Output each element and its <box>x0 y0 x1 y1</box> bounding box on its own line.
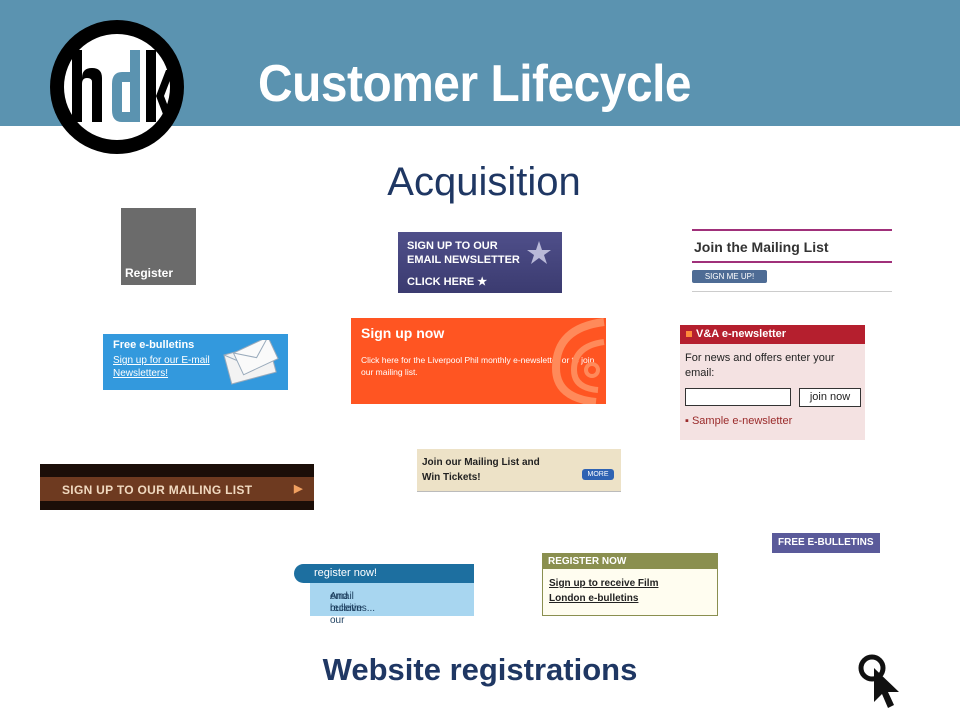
more-button[interactable]: MORE <box>582 469 614 480</box>
ebulletins-title: Free e-bulletins <box>113 339 195 351</box>
register-banner[interactable]: Register <box>121 208 196 285</box>
va-header: V&A e-newsletter <box>680 325 865 344</box>
hdk-logo-mark <box>72 50 174 122</box>
register-label: Register <box>125 266 174 280</box>
register-now-label: register now! <box>314 567 377 579</box>
free-ebulletins-label: FREE E-BULLETINS <box>778 537 874 548</box>
ebulletins-link[interactable]: Sign up for our E-mail Newsletters! <box>113 355 210 379</box>
pointer-cursor-icon <box>858 654 899 708</box>
mailing-list-title: Join the Mailing List <box>694 239 829 255</box>
swirl-decoration <box>551 318 605 404</box>
sample-newsletter-link[interactable]: ▪ Sample e-newsletter <box>685 415 793 427</box>
newsletter-line2: EMAIL NEWSLETTER <box>407 254 520 266</box>
star-icon <box>527 241 551 264</box>
tickets-text: Join our Mailing List and Win Tickets! <box>422 457 540 483</box>
dark-mailing-banner[interactable]: SIGN UP TO OUR MAILING LIST ▶ <box>40 464 314 510</box>
arrow-right-icon: ▶ <box>294 483 303 495</box>
hdk-logo <box>50 20 184 154</box>
signup-now-banner[interactable]: Sign up now Click here for the Liverpool… <box>351 318 606 404</box>
footer-caption: Website registrations <box>322 652 638 687</box>
film-link[interactable]: Sign up to receive Film London e-bulleti… <box>549 578 659 604</box>
newsletter-banner[interactable]: SIGN UP TO OUR EMAIL NEWSLETTER CLICK HE… <box>398 232 562 293</box>
film-register-now: REGISTER NOW <box>548 556 627 567</box>
newsletter-banner-text: SIGN UP TO OUR EMAIL NEWSLETTER <box>407 239 520 267</box>
tickets-banner[interactable]: Join our Mailing List and Win Tickets! M… <box>417 449 621 492</box>
join-now-button[interactable]: join now <box>799 388 861 407</box>
va-newsletter-widget: V&A e-newsletter For news and offers ent… <box>680 325 865 440</box>
signup-now-text: Click here for the Liverpool Phil monthl… <box>361 355 595 377</box>
ebulletins-banner[interactable]: Free e-bulletins Sign up for our E-mail … <box>103 334 288 390</box>
envelope-icon <box>223 340 279 385</box>
sign-me-up-button[interactable]: SIGN ME UP! <box>692 270 767 283</box>
section-subtitle: Acquisition <box>387 160 581 204</box>
va-body-text: For news and offers enter your email: <box>685 352 835 379</box>
signup-now-title: Sign up now <box>361 325 445 341</box>
film-london-banner[interactable]: REGISTER NOW Sign up to receive Film Lon… <box>542 553 718 616</box>
newsletter-cta: CLICK HERE ★ <box>407 276 488 288</box>
page-title: Customer Lifecycle <box>258 55 692 113</box>
dark-mailing-label: SIGN UP TO OUR MAILING LIST <box>62 483 253 497</box>
star-icon: ★ <box>477 276 488 288</box>
mailing-list-banner: Join the Mailing List SIGN ME UP! <box>692 229 892 293</box>
va-email-input[interactable] <box>685 388 791 406</box>
free-ebulletins-button[interactable]: FREE E-BULLETINS <box>772 533 880 553</box>
newsletter-line1: SIGN UP TO OUR <box>407 240 498 252</box>
